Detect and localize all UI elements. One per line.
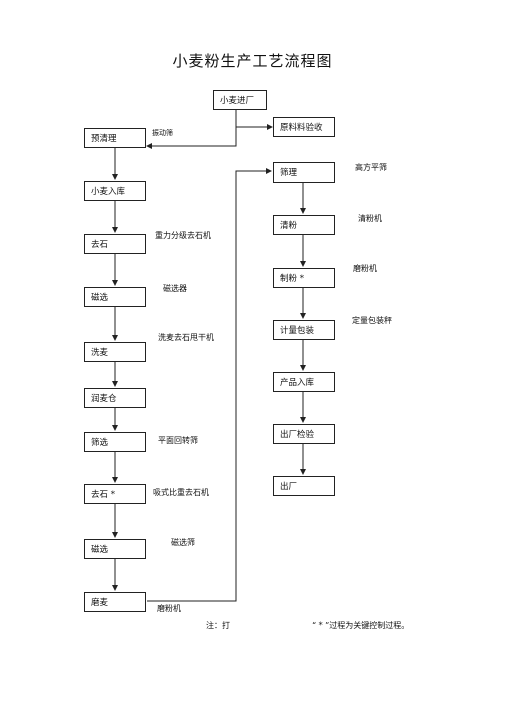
node-storage: 小麦入库 [84, 181, 146, 201]
label-packer: 定量包装秤 [352, 316, 392, 325]
node-grind: 磨麦 [84, 592, 146, 612]
node-magnet2: 磁选 [84, 539, 146, 559]
page-title: 小麦粉生产工艺流程图 [172, 52, 333, 70]
label-magnet-sep: 磁选器 [163, 284, 187, 293]
node-preclean: 预清理 [84, 128, 146, 148]
note-legend: “ * ”过程为关键控制过程。 [312, 621, 410, 630]
label-rotary: 平面回转筛 [158, 436, 198, 445]
node-temper: 润麦仓 [84, 388, 146, 408]
node-destone2: 去石 * [84, 484, 146, 504]
label-washer: 洗麦去石甩干机 [158, 333, 214, 342]
connector-start-down [146, 110, 237, 149]
note-prefix: 注：打 [206, 621, 230, 630]
label-roller: 磨粉机 [353, 264, 377, 273]
node-magnet1: 磁选 [84, 287, 146, 307]
label-purifier: 清粉机 [358, 214, 382, 223]
node-screen: 筛理 [273, 162, 335, 183]
node-purify: 清粉 [273, 215, 335, 235]
node-wash: 洗麦 [84, 342, 146, 362]
label-gravity: 重力分级去石机 [155, 231, 211, 240]
node-ship: 出厂 [273, 476, 335, 496]
node-start: 小麦进厂 [213, 90, 267, 110]
label-magnet-screen: 磁选筛 [171, 538, 195, 547]
label-vibrating: 振动筛 [152, 129, 173, 137]
label-suction: 吸式比重去石机 [153, 488, 209, 497]
label-mill: 磨粉机 [157, 604, 181, 613]
node-exit-check: 出厂检验 [273, 424, 335, 444]
node-flour: 制粉 * [273, 268, 335, 288]
node-inspect: 原料料验收 [273, 117, 335, 137]
node-pack: 计量包装 [273, 320, 335, 340]
label-plansifter: 高方平筛 [355, 163, 387, 172]
connector-grind-screen [147, 168, 272, 602]
node-sieve: 筛选 [84, 432, 146, 452]
node-destone1: 去石 [84, 234, 146, 254]
node-finished-store: 产品入库 [273, 372, 335, 392]
